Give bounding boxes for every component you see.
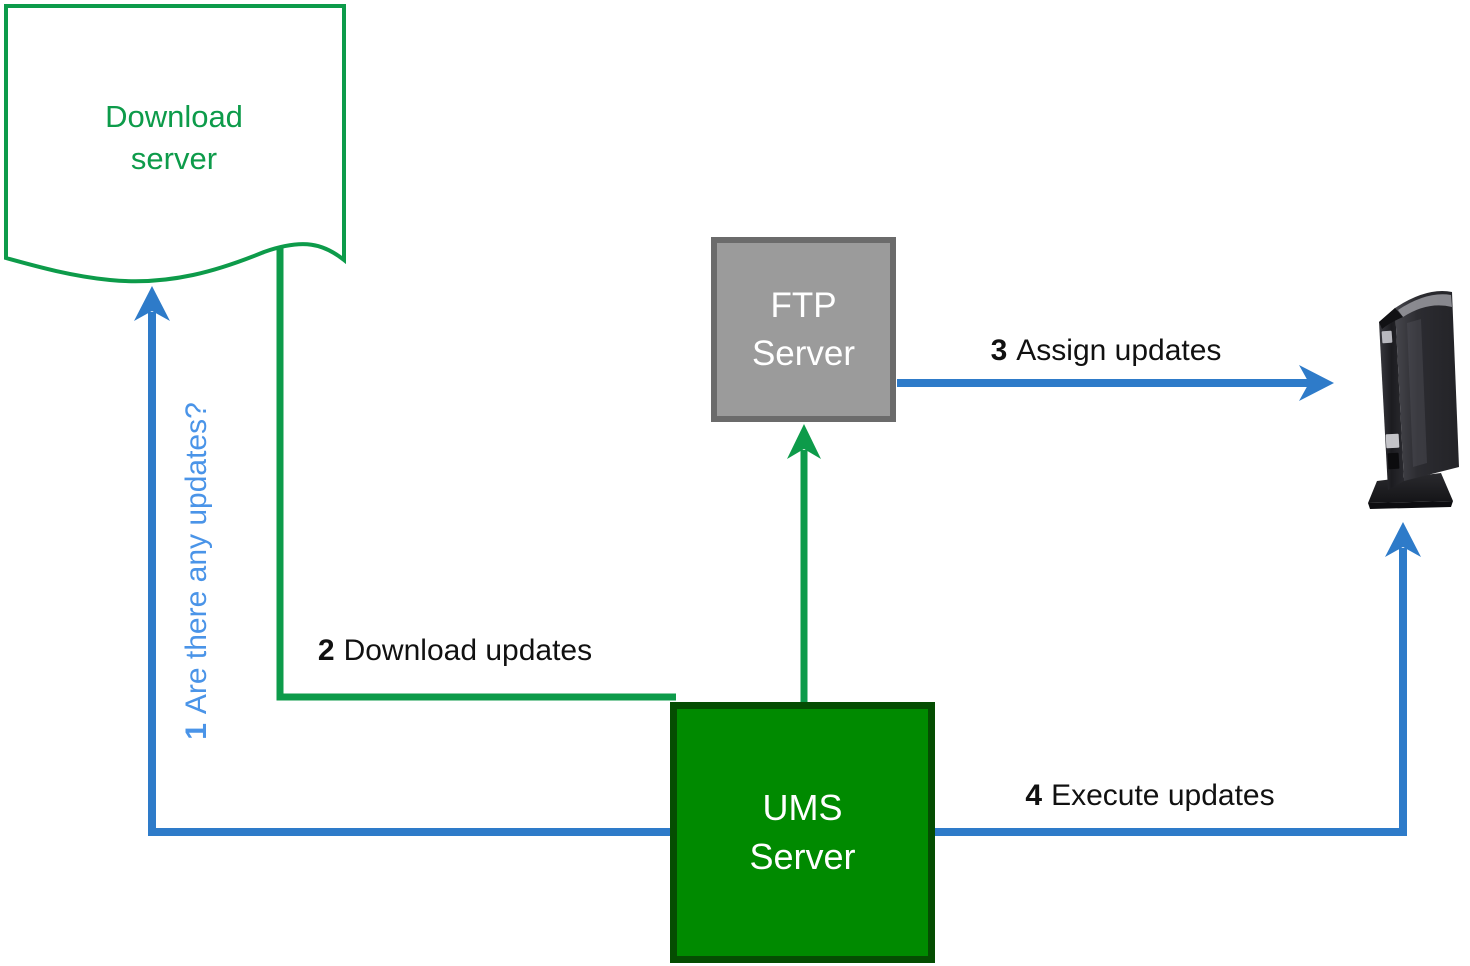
step-4-text: Execute updates [1051, 779, 1275, 812]
arrow-3-assign-updates [897, 365, 1334, 401]
step-3-number: 3 [990, 334, 1008, 367]
ftp-server-label: FTP Server [751, 285, 856, 373]
step-2-text: Download updates [343, 634, 593, 667]
arrow-2-download-updates [276, 248, 676, 701]
thin-client-device [1368, 291, 1459, 509]
step-1-number: 1 [180, 723, 213, 740]
ums-server-label: UMS Server [749, 786, 856, 877]
step-3-text: Assign updates [1016, 334, 1222, 367]
step-2-number: 2 [317, 634, 335, 667]
arrow-4-execute-updates [935, 522, 1421, 836]
arrow-ums-to-ftp [787, 424, 821, 702]
download-server-label: Download server [105, 99, 243, 177]
step-1-text: Are there any updates? [180, 402, 213, 715]
download-server-shape [4, 4, 346, 284]
ftp-server-node: FTP Server [711, 237, 896, 422]
step-1-label: 1 Are there any updates? [180, 402, 214, 740]
arrow-1-are-there-updates [134, 286, 670, 836]
ums-server-node: UMS Server [670, 702, 935, 963]
step-4-number: 4 [1025, 779, 1043, 812]
